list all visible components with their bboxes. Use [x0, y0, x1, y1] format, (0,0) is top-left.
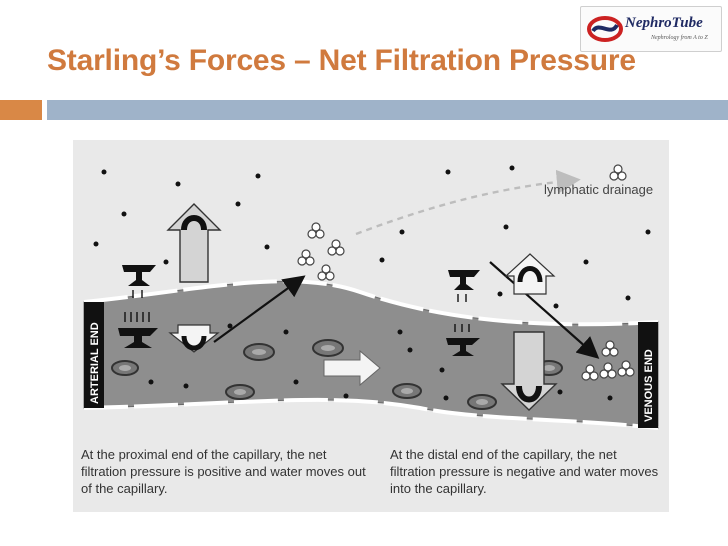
venous-end-caption: At the distal end of the capillary, the … — [390, 447, 659, 496]
lymphatic-drainage-label: lymphatic drainage — [544, 182, 654, 197]
filtration-out-arrow — [213, 275, 306, 343]
capillary-wall-bottom — [83, 397, 659, 430]
hydrostatic-anvil-icons — [118, 265, 480, 356]
oncotic-magnet-arrow-down-small — [168, 324, 220, 353]
logo-tagline: Nephrology from A to Z — [651, 35, 708, 41]
arterial-end-tag — [84, 302, 104, 408]
venous-end-label: VENOUS END — [643, 349, 655, 422]
accent-band-blue — [47, 100, 728, 120]
logo-name: NephroTube — [625, 15, 703, 31]
accent-band-orange — [0, 100, 42, 120]
capillary-wall-top — [83, 279, 659, 327]
oncotic-magnet-arrow-up-large — [166, 203, 222, 283]
oncotic-magnet-arrow-up-small — [504, 253, 556, 295]
solute-dots — [93, 165, 651, 401]
blood-flow-arrow — [323, 349, 381, 387]
nephrotube-logo-icon — [587, 16, 623, 42]
arterial-end-caption: At the proximal end of the capillary, th… — [81, 447, 366, 496]
protein-clusters — [297, 164, 635, 381]
reabsorption-in-arrow — [489, 261, 600, 359]
slide-title: Starling’s Forces – Net Filtration Press… — [47, 44, 636, 77]
lymphatic-drainage-arrow — [355, 169, 581, 236]
pressure-tick-marks — [124, 290, 470, 332]
venous-end-tag — [638, 322, 658, 428]
arterial-end-label: ARTERIAL END — [89, 322, 101, 404]
nephrotube-logo: NephroTube Nephrology from A to Z — [580, 6, 722, 52]
oncotic-magnet-arrow-down-large — [500, 331, 558, 411]
